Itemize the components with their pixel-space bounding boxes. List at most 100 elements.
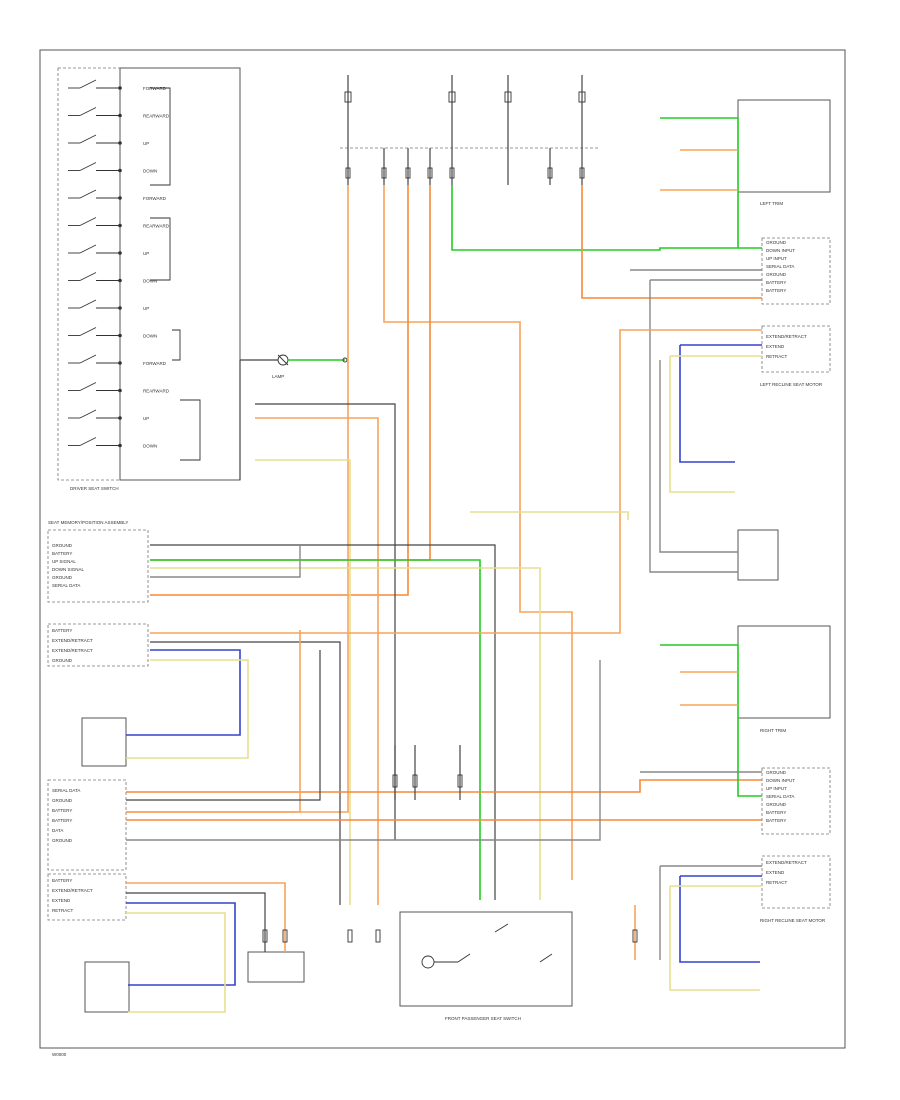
right-pin-label: BATTERY [766, 288, 786, 293]
module-pin-label: SERIAL DATA [52, 583, 80, 588]
right-pin-label: BATTERY [766, 818, 786, 823]
connector-stub [427, 167, 433, 179]
switch-node [118, 388, 122, 393]
lower-left-module: SERIAL DATA GROUND BATTERY BATTERY DATA GROUN… [47, 717, 305, 1013]
wire [150, 559, 481, 900]
connector-stub [547, 167, 553, 179]
switch-node [118, 278, 122, 283]
lower-pin-label: DATA [52, 828, 63, 833]
module-pin-label: GROUND [52, 543, 73, 548]
connector-stub [579, 167, 585, 179]
wire [126, 882, 286, 952]
lower-pin-label: GROUND [52, 798, 73, 803]
switch-node [118, 361, 122, 365]
switch-blade [79, 134, 97, 144]
lower-pin-label: GROUND [52, 838, 73, 843]
module-pin-label: BATTERY [52, 628, 72, 633]
switch-node [118, 333, 122, 338]
module-pin-label: UP SIGNAL [52, 559, 76, 564]
right-pin-label: GROUND [766, 802, 787, 807]
wire [255, 459, 351, 905]
switch-group-bracket [150, 217, 171, 281]
switch-node [118, 251, 122, 255]
fuse [448, 91, 456, 103]
wire [659, 865, 762, 960]
module-title: SEAT MEMORY/POSITION ASSEMBLY [48, 520, 128, 525]
right-pin-label: EXTEND [766, 344, 785, 349]
wire [451, 185, 762, 251]
switch-blade [79, 437, 97, 446]
switch-blade [79, 272, 97, 281]
connector-stub [375, 929, 381, 943]
switch-pin-label: DOWN [143, 169, 157, 174]
connector-stub [345, 167, 351, 179]
wire [126, 630, 301, 813]
wire [126, 649, 241, 736]
front-passenger-switch: FRONT PASSENGER SEAT SWITCH [399, 911, 573, 1021]
wire [126, 779, 762, 793]
right-pin-label: GROUND [766, 770, 787, 775]
switch-node [118, 306, 122, 310]
lower-pin-label: EXTEND [52, 898, 71, 903]
switch-pin-label: UP [143, 306, 149, 311]
switch-node [118, 416, 122, 420]
switch-group-bracket [180, 399, 201, 461]
wire [660, 644, 762, 797]
front-passenger-label: FRONT PASSENGER SEAT SWITCH [445, 1016, 521, 1021]
lamp-assembly: LAMP [239, 354, 348, 480]
wire [660, 117, 739, 248]
module-pin-label: EXTEND/RETRACT [52, 648, 93, 653]
wire [126, 660, 601, 841]
lamp-label: LAMP [272, 374, 284, 379]
switch-node [118, 141, 122, 145]
wire [150, 641, 341, 905]
connector-stub [457, 774, 463, 788]
seat-memory-module: SEAT MEMORY/POSITION ASSEMBLY GROUND BATT… [47, 520, 149, 667]
driver-seat-switch-label: DRIVER SEAT SWITCH [70, 486, 119, 491]
right-pin-label: RETRACT [766, 354, 788, 359]
right-pin-label: GROUND [766, 272, 787, 277]
lower-pin-label: BATTERY [52, 808, 72, 813]
switch-pin-label: DOWN [143, 444, 157, 449]
right-recline-label: RIGHT RECLINE SEAT MOTOR [760, 918, 826, 923]
switch-blade [79, 327, 97, 336]
connector-stub [405, 167, 411, 179]
wire [255, 417, 379, 905]
switch-pin-label: DOWN [143, 279, 157, 284]
connector-stub [262, 929, 268, 943]
wire [255, 403, 396, 840]
wire [649, 279, 762, 573]
wire [669, 885, 762, 991]
wire [126, 912, 226, 1013]
wire [126, 185, 349, 813]
switch-pin-label: UP [143, 251, 149, 256]
wire [659, 360, 738, 553]
right-pin-label: SERIAL DATA [766, 264, 794, 269]
driver-seat-switch: FORWARDREARWARDUPDOWNFORWARDREARWARDUPDO… [57, 67, 241, 491]
right-pin-label: EXTEND/RETRACT [766, 860, 807, 865]
fuse [504, 91, 512, 103]
connector-stub [412, 774, 418, 788]
wire [394, 745, 461, 800]
diagram-border [39, 49, 846, 1049]
right-pin-label: BATTERY [766, 810, 786, 815]
lower-pin-label: BATTERY [52, 878, 72, 883]
connector-stub [347, 929, 353, 943]
switch-node [118, 113, 122, 118]
switch-pin-label: REARWARD [143, 224, 170, 229]
switch-node [118, 196, 122, 200]
fuse [578, 91, 586, 103]
connector-stub [392, 774, 398, 788]
switch-blade [79, 79, 97, 89]
switch-pin-label: UP [143, 141, 149, 146]
switch-node [118, 223, 122, 228]
wire [383, 185, 573, 880]
right-pin-label: DOWN INPUT [766, 248, 795, 253]
module-pin-label: GROUND [52, 658, 73, 663]
lower-pin-label: SERIAL DATA [52, 788, 80, 793]
wire [150, 545, 301, 578]
lower-pin-label: BATTERY [52, 818, 72, 823]
right-trim-blocks: LEFT TRIM LEFT RECLINE SEAT MOTOR RIGHT … [737, 99, 831, 923]
switch-blade [79, 382, 97, 391]
